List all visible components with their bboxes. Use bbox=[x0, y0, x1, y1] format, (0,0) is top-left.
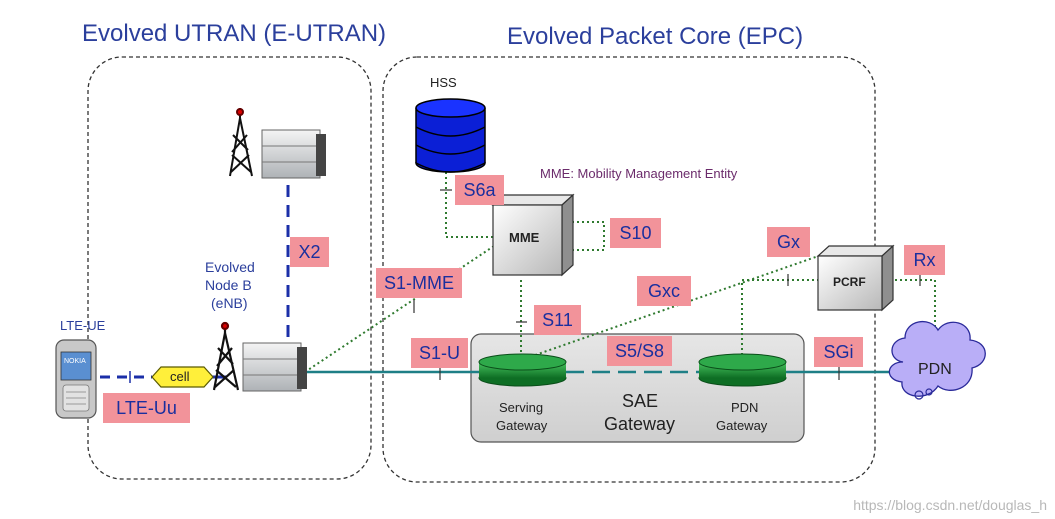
gx-link bbox=[741, 279, 830, 355]
enb-rack-icon bbox=[242, 342, 307, 392]
sae-gateway-label-line1: SAE bbox=[622, 391, 659, 411]
epc-title: Evolved Packet Core (EPC) bbox=[507, 23, 804, 50]
s11-interface-label: S11 bbox=[534, 305, 581, 335]
serving-gateway-label-line2: Gateway bbox=[496, 418, 548, 433]
rx-interface-label: Rx bbox=[904, 245, 945, 275]
watermark: https://blog.csdn.net/douglas_h bbox=[853, 497, 1047, 513]
enb-label-line1: Evolved bbox=[205, 259, 255, 275]
pcrf-label: PCRF bbox=[833, 275, 866, 289]
serving-gateway-label-line1: Serving bbox=[499, 400, 544, 415]
lte-uu-interface-label: LTE-Uu bbox=[103, 393, 190, 423]
s10-link bbox=[572, 221, 605, 251]
s1-mme-interface-label: S1-MME bbox=[376, 268, 462, 298]
nokia-brand: NOKIA bbox=[64, 358, 86, 365]
mme-label: MME bbox=[509, 230, 540, 245]
control-plane-links bbox=[304, 172, 936, 373]
lte-ue-label: LTE-UE bbox=[60, 318, 106, 333]
enb-top-rack-icon bbox=[261, 129, 326, 179]
pdn-gateway-icon bbox=[698, 353, 787, 387]
pcrf-server-icon bbox=[816, 244, 895, 312]
s6a-interface-label: S6a bbox=[455, 175, 504, 205]
serving-gateway-icon bbox=[478, 353, 567, 387]
mme-server-icon bbox=[491, 193, 575, 277]
hss-label: HSS bbox=[430, 75, 457, 90]
sae-gateway-label-line2: Gateway bbox=[604, 414, 676, 434]
s6a-link bbox=[445, 172, 500, 238]
lte-ue-phone-icon bbox=[55, 339, 97, 419]
mme-caption: MME: Mobility Management Entity bbox=[540, 166, 738, 181]
s10-interface-label: S10 bbox=[610, 218, 661, 248]
gxc-interface-label: Gxc bbox=[637, 276, 691, 306]
gx-interface-label: Gx bbox=[767, 227, 810, 257]
enb-label-line2: Node B bbox=[205, 277, 252, 293]
enb-tower-icon bbox=[212, 321, 240, 391]
cell-hexagon bbox=[151, 366, 214, 388]
s1-u-interface-label: S1-U bbox=[411, 338, 468, 368]
eutran-title: Evolved UTRAN (E-UTRAN) bbox=[82, 20, 387, 47]
hss-database-icon bbox=[415, 98, 486, 173]
s5-s8-interface-label: S5/S8 bbox=[607, 336, 672, 366]
pdn-gateway-label-line1: PDN bbox=[731, 400, 759, 415]
eutran-region-border bbox=[87, 56, 372, 480]
pdn-cloud-icon bbox=[888, 320, 986, 400]
rx-link bbox=[895, 279, 936, 345]
pdn-label: PDN bbox=[918, 361, 952, 378]
enb-label-line3: (eNB) bbox=[211, 295, 248, 311]
x2-interface-label: X2 bbox=[290, 237, 329, 267]
enb-top-tower-icon bbox=[229, 108, 253, 177]
cell-label: cell bbox=[170, 369, 190, 384]
sgi-interface-label: SGi bbox=[814, 337, 863, 367]
s1-mme-link bbox=[304, 241, 501, 373]
pdn-gateway-label-line2: Gateway bbox=[716, 418, 768, 433]
